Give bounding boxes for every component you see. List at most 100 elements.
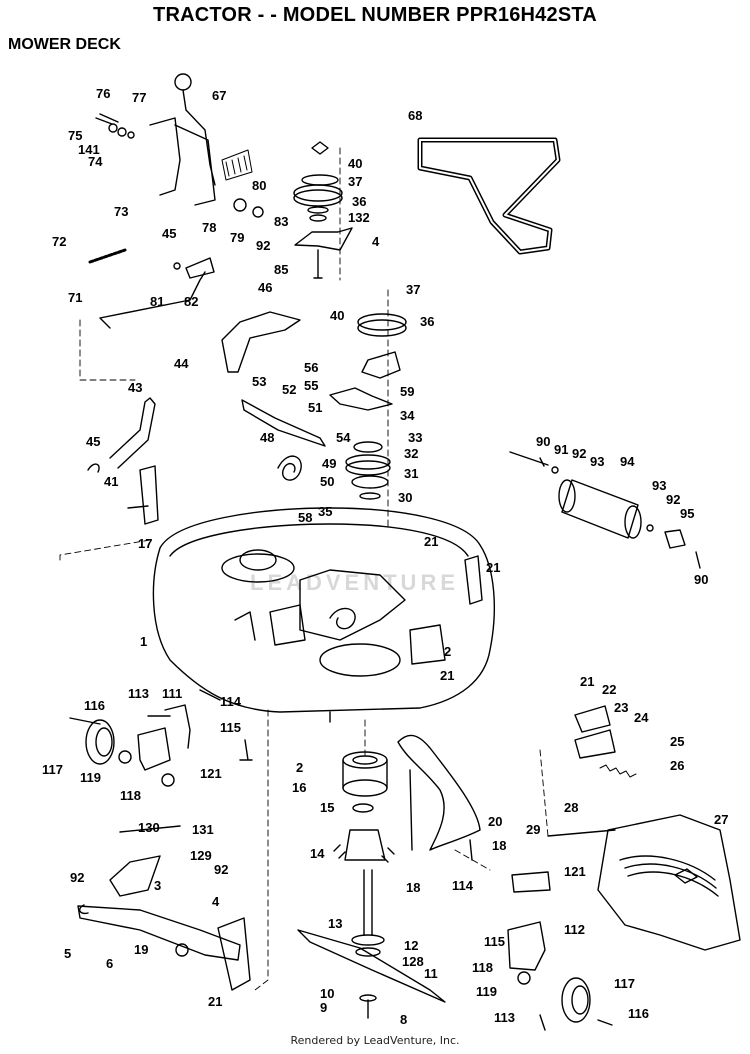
callout-label: 59 — [400, 384, 414, 399]
lift-link-drawing — [87, 397, 159, 525]
callout-label: 116 — [84, 698, 105, 713]
callout-label: 55 — [304, 378, 318, 393]
callout-label: 18 — [406, 880, 420, 895]
blade-pulley-drawing — [345, 441, 391, 500]
callout-label: 45 — [162, 226, 176, 241]
callout-label: 132 — [348, 210, 370, 225]
callout-label: 1 — [140, 634, 147, 649]
callout-label: 23 — [614, 700, 628, 715]
callout-label: 43 — [128, 380, 142, 395]
callout-label: 114 — [452, 878, 474, 893]
callout-label: 41 — [104, 474, 118, 489]
drive-belt-drawing — [417, 137, 561, 255]
callout-label: 80 — [252, 178, 266, 193]
callout-label: 21 — [208, 994, 222, 1009]
callout-label: 128 — [402, 954, 424, 969]
callout-label: 14 — [310, 846, 325, 861]
callout-label: 46 — [258, 280, 272, 295]
callout-label: 36 — [420, 314, 434, 329]
callout-label: 50 — [320, 474, 334, 489]
assembly-lines — [59, 147, 549, 991]
callout-label: 113 — [494, 1010, 515, 1025]
callout-labels: 76 77 67 75 141 74 73 78 80 79 92 68 40 … — [42, 86, 728, 1027]
callout-label: 82 — [184, 294, 198, 309]
callout-label: 119 — [476, 984, 497, 999]
callout-label: 13 — [328, 916, 342, 931]
lift-lever-drawing — [95, 73, 264, 218]
callout-label: 119 — [80, 770, 101, 785]
callout-label: 24 — [634, 710, 649, 725]
callout-label: 4 — [212, 894, 220, 909]
callout-label: 58 — [298, 510, 312, 525]
callout-label: 94 — [620, 454, 635, 469]
callout-label: 71 — [68, 290, 82, 305]
callout-label: 75 — [68, 128, 82, 143]
callout-label: 93 — [652, 478, 666, 493]
callout-label: 53 — [252, 374, 266, 389]
callout-label: 44 — [174, 356, 189, 371]
section-title: MOWER DECK — [8, 36, 121, 53]
callout-label: 118 — [120, 788, 141, 803]
callout-label: 54 — [336, 430, 351, 445]
callout-label: 22 — [602, 682, 616, 697]
callout-label: 4 — [372, 234, 380, 249]
front-gauge-wheel-drawing — [69, 704, 253, 787]
callout-label: 92 — [256, 238, 270, 253]
callout-label: 131 — [192, 822, 214, 837]
callout-label: 117 — [614, 976, 635, 991]
front-hanger-drawing — [77, 825, 251, 991]
callout-label: 36 — [352, 194, 366, 209]
callout-label: 48 — [260, 430, 274, 445]
callout-label: 21 — [424, 534, 438, 549]
belt-guard-drawing — [221, 311, 407, 481]
callout-label: 51 — [308, 400, 322, 415]
stiffener-drawing — [397, 734, 481, 861]
callout-label: 49 — [322, 456, 336, 471]
callout-label: 33 — [408, 430, 422, 445]
watermark: LEADVENTURE — [250, 570, 460, 595]
callout-label: 67 — [212, 88, 226, 103]
callout-label: 19 — [134, 942, 148, 957]
callout-label: 40 — [330, 308, 344, 323]
callout-label: 74 — [88, 154, 103, 169]
callout-label: 2 — [444, 644, 451, 659]
footer-credit: Rendered by LeadVenture, Inc. — [290, 1034, 460, 1047]
callout-label: 95 — [680, 506, 694, 521]
callout-label: 121 — [564, 864, 586, 879]
callout-label: 77 — [132, 90, 146, 105]
callout-label: 6 — [106, 956, 113, 971]
callout-label: 21 — [580, 674, 594, 689]
callout-label: 40 — [348, 156, 362, 171]
callout-label: 83 — [274, 214, 288, 229]
callout-label: 18 — [492, 838, 506, 853]
callout-label: 25 — [670, 734, 684, 749]
discharge-chute-drawing — [511, 705, 741, 951]
callout-label: 30 — [398, 490, 412, 505]
callout-label: 3 — [154, 878, 161, 893]
callout-label: 92 — [666, 492, 680, 507]
callout-label: 9 — [320, 1000, 327, 1015]
callout-label: 111 — [162, 686, 182, 701]
callout-label: 37 — [348, 174, 362, 189]
callout-label: 21 — [440, 668, 454, 683]
callout-label: 11 — [424, 966, 438, 981]
callout-label: 68 — [408, 108, 422, 123]
spindle-drawing — [297, 751, 446, 1019]
callout-label: 141 — [78, 142, 100, 157]
page-title: TRACTOR - - MODEL NUMBER PPR16H42STA — [153, 4, 597, 26]
callout-label: 52 — [282, 382, 296, 397]
callout-label: 31 — [404, 466, 418, 481]
callout-label: 29 — [526, 822, 540, 837]
rear-gauge-wheel-drawing — [507, 921, 613, 1031]
callout-label: 17 — [138, 536, 152, 551]
callout-label: 129 — [190, 848, 212, 863]
callout-label: 92 — [572, 446, 586, 461]
callout-label: 16 — [292, 780, 306, 795]
callout-label: 93 — [590, 454, 604, 469]
callout-label: 56 — [304, 360, 318, 375]
callout-label: 78 — [202, 220, 216, 235]
callout-label: 2 — [296, 760, 303, 775]
callout-label: 34 — [400, 408, 415, 423]
callout-label: 114 — [220, 694, 242, 709]
callout-label: 113 — [128, 686, 149, 701]
